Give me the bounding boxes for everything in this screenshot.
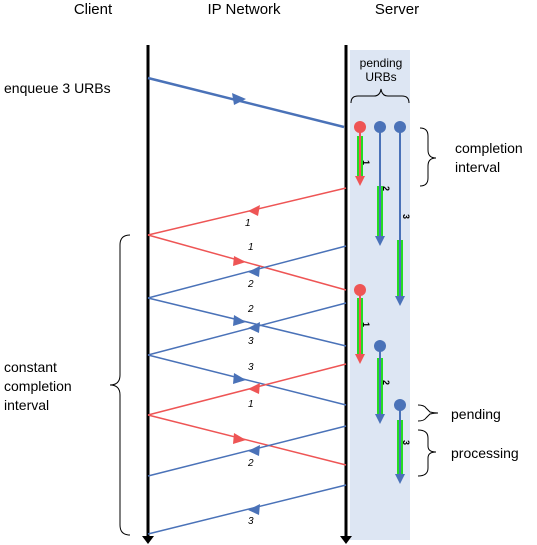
completion-interval-label-1: completion: [455, 140, 523, 156]
msg-label-1-return: 1: [245, 218, 251, 229]
urb-b2: 2: [374, 340, 391, 424]
msg-label-3-send: 3: [248, 362, 254, 373]
urb-a1-number: 1: [361, 160, 371, 165]
msg-label-2-send: 2: [247, 304, 254, 315]
processing-brace: [417, 429, 437, 477]
urb-a3-number: 3: [401, 214, 411, 219]
pending-brace: [417, 404, 439, 422]
msg-label-3b-return: 3: [248, 516, 254, 527]
pending-label: pending: [451, 406, 501, 422]
constant-interval-label-2: completion: [4, 378, 72, 394]
processing-label: processing: [451, 445, 519, 461]
urb-a2-number: 2: [381, 186, 391, 191]
urb-b1: 1: [354, 284, 371, 364]
msg-label-1-send: 1: [248, 242, 254, 253]
urb-a2: 2: [374, 121, 391, 246]
network-header: IP Network: [207, 1, 281, 18]
client-timeline: [142, 45, 154, 544]
urb-b2-number: 2: [381, 380, 391, 385]
urb-a1: 1: [354, 121, 371, 186]
enqueue-message: [147, 76, 345, 129]
pending-urbs-brace: [350, 88, 410, 104]
msg-label-3-return: 3: [248, 336, 254, 347]
urb-a3: 3: [394, 121, 411, 306]
pending-urbs-label-2: URBs: [365, 70, 396, 84]
server-timeline: [340, 45, 352, 544]
server-header: Server: [375, 1, 419, 18]
urb-b1-number: 1: [361, 322, 371, 327]
urb-b3: 3: [394, 399, 411, 484]
msg-label-2b-return: 2: [247, 458, 254, 469]
constant-interval-label-1: constant: [4, 359, 57, 375]
completion-interval-label-2: interval: [455, 159, 500, 175]
urb-b3-number: 3: [401, 440, 411, 445]
constant-interval-brace: [109, 234, 131, 536]
enqueue-arrowhead: [232, 93, 246, 105]
completion-interval-brace: [419, 127, 437, 187]
messages: [147, 187, 347, 535]
msg-label-1b-return: 1: [248, 399, 254, 410]
msg-label-2-return: 2: [247, 279, 254, 290]
pending-urbs-label-1: pending: [360, 56, 403, 70]
enqueue-label: enqueue 3 URBs: [4, 80, 111, 96]
constant-interval-label-3: interval: [4, 397, 49, 413]
client-header: Client: [74, 1, 113, 18]
